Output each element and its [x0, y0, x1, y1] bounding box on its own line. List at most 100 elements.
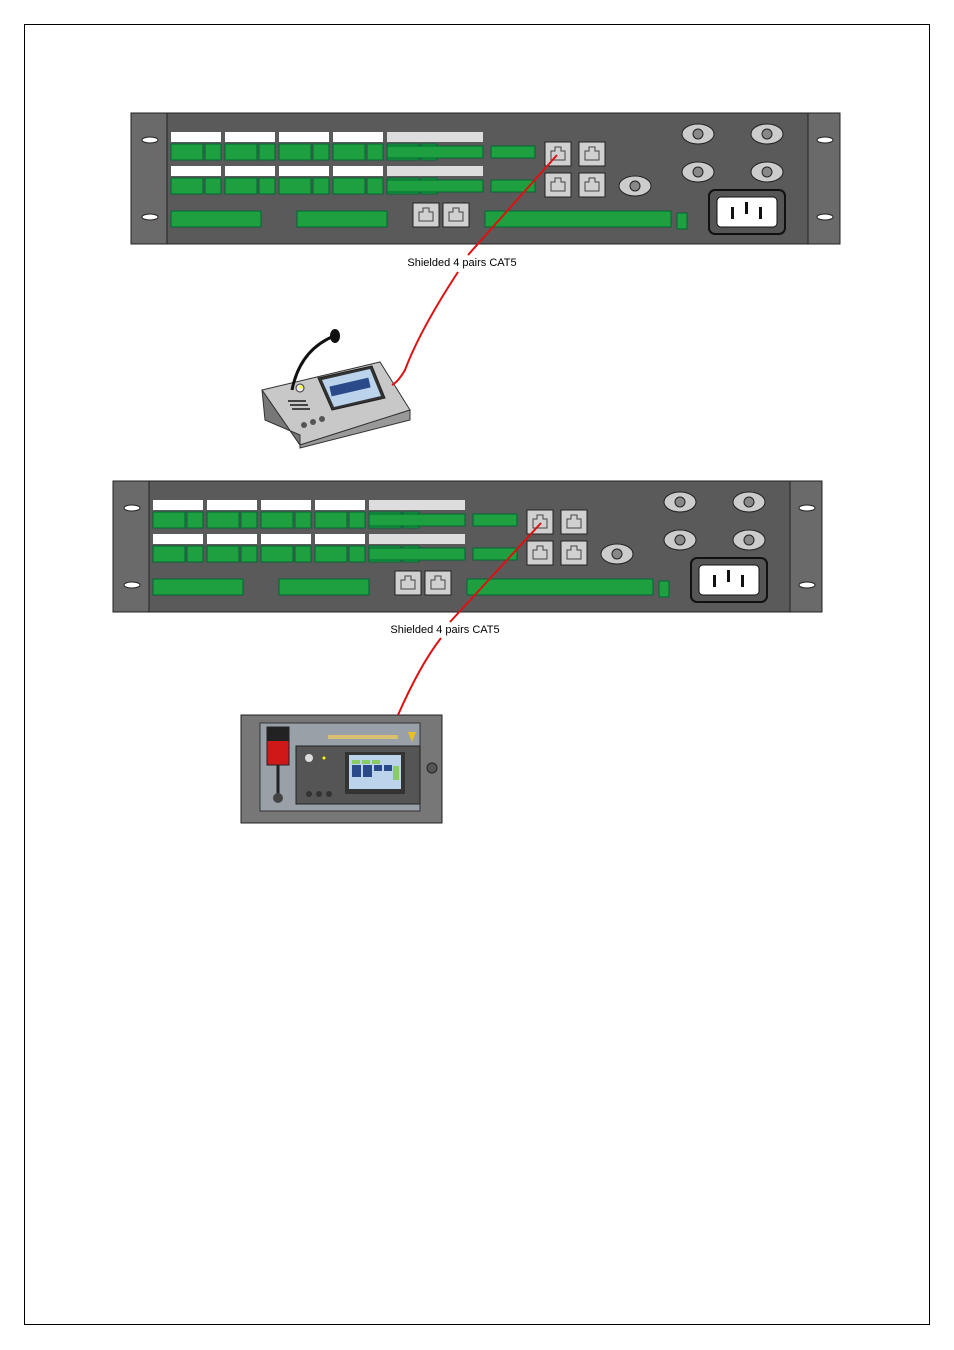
rj45-port [526, 540, 554, 566]
rj45-port-icon [400, 575, 416, 590]
rj45-port [412, 202, 440, 228]
terminal-block [170, 143, 204, 161]
rj45-port-icon [550, 146, 566, 161]
terminal-label-strip [171, 166, 221, 176]
power-pin [731, 207, 734, 219]
rj45-port-icon [532, 514, 548, 529]
terminal-block [472, 513, 518, 527]
terminal-label-strip [279, 166, 329, 176]
terminal-label-strip [387, 166, 483, 176]
terminal-block [170, 210, 262, 228]
terminal-label-strip [333, 166, 383, 176]
mounting-hole [816, 136, 834, 144]
xlr-connector-socket [692, 166, 704, 178]
terminal-block [206, 511, 240, 529]
terminal-label-strip [369, 534, 465, 544]
terminal-block [186, 545, 204, 563]
desktop-paging-console [261, 329, 411, 449]
power-pin [741, 575, 744, 587]
power-pin [713, 575, 716, 587]
rj45-port [578, 141, 606, 167]
xlr-connector-socket [674, 496, 686, 508]
cat5-cable-2 [449, 522, 542, 623]
mounting-hole [123, 581, 141, 589]
terminal-label-strip [153, 534, 203, 544]
rj45-port [442, 202, 470, 228]
rj45-port-icon [566, 514, 582, 529]
rj45-port [424, 570, 452, 596]
terminal-block [368, 547, 466, 561]
terminal-block [240, 545, 258, 563]
rj45-port-icon [430, 575, 446, 590]
cable-label-2: Shielded 4 pairs CAT5 [390, 624, 499, 636]
rj45-port-icon [584, 177, 600, 192]
terminal-block [368, 513, 466, 527]
rack-ear-left [130, 112, 168, 245]
gooseneck-microphone-icon [290, 334, 335, 391]
terminal-block [186, 511, 204, 529]
terminal-label-strip [171, 132, 221, 142]
terminal-label-strip [261, 500, 311, 510]
terminal-block [260, 545, 294, 563]
terminal-block [466, 578, 654, 596]
xlr-connector-socket [743, 496, 755, 508]
rj45-port-icon [550, 177, 566, 192]
terminal-block [484, 210, 672, 228]
rj45-port-icon [566, 545, 582, 560]
terminal-block [152, 545, 186, 563]
mounting-hole [141, 136, 159, 144]
terminal-block [278, 143, 312, 161]
terminal-block [278, 177, 312, 195]
cat5-cable-1-lower [391, 271, 459, 386]
rj45-port-icon [418, 207, 434, 222]
xlr-connector-socket [629, 180, 641, 192]
rack-ear-right [807, 112, 841, 245]
terminal-block [240, 511, 258, 529]
rack-ear-right [789, 480, 823, 613]
terminal-block [294, 545, 312, 563]
terminal-block [278, 578, 370, 596]
screw-icon [426, 762, 438, 774]
terminal-label-strip [207, 500, 257, 510]
terminal-block [258, 177, 276, 195]
xlr-connector-socket [674, 534, 686, 546]
terminal-block [260, 511, 294, 529]
rj45-port [544, 141, 572, 167]
rj45-port-icon [448, 207, 464, 222]
xlr-connector-socket [761, 128, 773, 140]
terminal-block [296, 210, 388, 228]
terminal-block [348, 511, 366, 529]
xlr-connector-socket [611, 548, 623, 560]
terminal-block [366, 177, 384, 195]
terminal-block [204, 143, 222, 161]
rj45-port [560, 540, 588, 566]
terminal-label-strip [225, 132, 275, 142]
terminal-block [224, 143, 258, 161]
rj45-port-icon [584, 146, 600, 161]
terminal-label-strip [261, 534, 311, 544]
cat5-cable-2-lower [397, 637, 442, 716]
terminal-label-strip [369, 500, 465, 510]
terminal-block [490, 145, 536, 159]
terminal-block [472, 547, 518, 561]
terminal-block [386, 145, 484, 159]
terminal-label-strip [207, 534, 257, 544]
terminal-label-strip [333, 132, 383, 142]
terminal-label-strip [153, 500, 203, 510]
terminal-block [348, 545, 366, 563]
rj45-port [560, 509, 588, 535]
power-pin [745, 202, 748, 214]
terminal-block [332, 177, 366, 195]
terminal-block [224, 177, 258, 195]
terminal-label-strip [387, 132, 483, 142]
wall-mount-paging-console [240, 714, 443, 824]
xlr-connector-socket [761, 166, 773, 178]
terminal-block [312, 143, 330, 161]
terminal-block [170, 177, 204, 195]
terminal-block [258, 143, 276, 161]
terminal-block [152, 578, 244, 596]
xlr-connector-socket [743, 534, 755, 546]
terminal-block [386, 179, 484, 193]
rack-unit-2 [112, 480, 823, 613]
terminal-block [676, 212, 688, 230]
